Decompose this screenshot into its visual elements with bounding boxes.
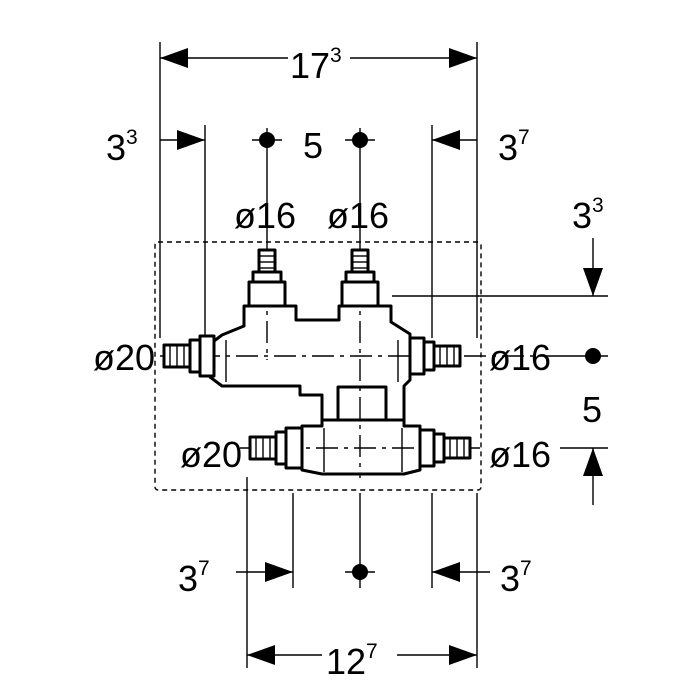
port-label-top-right: ø16 <box>327 195 389 236</box>
dimension-bottom-width: 127 <box>247 640 477 682</box>
svg-text:127: 127 <box>326 640 378 682</box>
port-label-right-upper: ø16 <box>489 337 551 378</box>
connector-right-upper <box>408 336 462 376</box>
svg-text:37: 37 <box>500 557 532 599</box>
dimension-superscript: 3 <box>592 194 604 217</box>
dimension-value: 12 <box>326 641 366 682</box>
center-marker-bottom <box>345 564 375 580</box>
connector-left-lower <box>248 426 304 470</box>
dimension-value: 3 <box>500 558 520 599</box>
port-label-left-upper: ø20 <box>93 337 155 378</box>
dimension-value: 17 <box>290 45 330 86</box>
envelope-outline <box>154 241 482 491</box>
dimension-value: 5 <box>303 125 323 166</box>
connector-top-right <box>340 248 380 308</box>
dimension-right-spacing: 5 <box>582 348 603 505</box>
svg-text:173: 173 <box>290 44 342 86</box>
dimension-top-spacing: 5 <box>252 125 375 166</box>
dimension-value: 3 <box>178 558 198 599</box>
dimension-superscript: 3 <box>126 126 138 149</box>
dimension-superscript: 7 <box>520 557 532 580</box>
dimension-left-offset-top: 33 <box>106 126 205 168</box>
port-label-top-left: ø16 <box>234 195 296 236</box>
connector-right-lower <box>418 428 472 468</box>
dimension-left-offset-bottom: 37 <box>178 557 293 599</box>
svg-text:33: 33 <box>106 126 138 168</box>
svg-text:37: 37 <box>498 126 530 168</box>
dimension-superscript: 7 <box>366 640 378 663</box>
dimension-value: 5 <box>582 389 602 430</box>
port-label-left-lower: ø20 <box>180 434 242 475</box>
dimension-superscript: 7 <box>198 557 210 580</box>
dimension-overall-width: 173 <box>160 44 477 86</box>
dimension-superscript: 7 <box>518 126 530 149</box>
dimension-superscript: 3 <box>330 44 342 67</box>
dimension-right-offset-bottom: 37 <box>432 557 532 599</box>
dimension-right-height-top: 33 <box>572 194 604 296</box>
dimension-value: 3 <box>572 195 592 236</box>
port-label-right-lower: ø16 <box>489 434 551 475</box>
connector-left-upper <box>162 334 216 378</box>
connector-top-left <box>247 248 287 308</box>
dimension-value: 3 <box>106 127 126 168</box>
svg-text:33: 33 <box>572 194 604 236</box>
dimension-value: 3 <box>498 127 518 168</box>
dimension-right-offset-top: 37 <box>432 126 530 168</box>
svg-text:37: 37 <box>178 557 210 599</box>
